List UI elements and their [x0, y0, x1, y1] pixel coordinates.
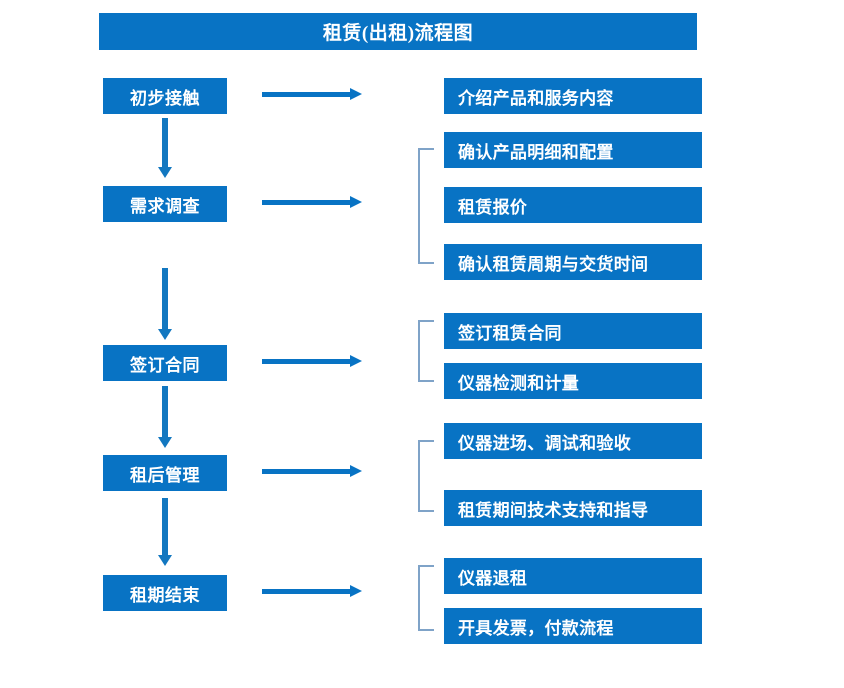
detail-label: 租赁期间技术支持和指导: [458, 500, 649, 520]
arrow-shaft: [162, 386, 168, 437]
detail-label: 仪器退租: [458, 568, 528, 588]
arrow-shaft: [262, 589, 352, 594]
arrow-head: [158, 555, 172, 566]
stage-box-lease-end[interactable]: 租期结束: [103, 575, 227, 611]
stage-label: 租后管理: [130, 465, 200, 485]
arrow-right-icon: [262, 585, 362, 597]
arrow-head: [350, 355, 362, 367]
arrow-shaft: [162, 268, 168, 329]
detail-label: 确认租赁周期与交货时间: [458, 254, 649, 274]
detail-label: 介绍产品和服务内容: [458, 88, 614, 108]
arrow-head: [350, 585, 362, 597]
arrow-head: [158, 329, 172, 340]
detail-box-sign-rental-contract[interactable]: 签订租赁合同: [444, 313, 702, 349]
detail-box-instrument-installation[interactable]: 仪器进场、调试和验收: [444, 423, 702, 459]
arrow-right-icon: [262, 355, 362, 367]
detail-label: 仪器检测和计量: [458, 373, 580, 393]
arrow-down-icon: [158, 268, 172, 340]
group-bracket-icon: [418, 320, 434, 382]
arrow-down-icon: [158, 118, 172, 178]
detail-label: 租赁报价: [458, 197, 528, 217]
arrow-down-icon: [158, 386, 172, 448]
stage-label: 租期结束: [130, 585, 200, 605]
stage-box-sign-contract[interactable]: 签订合同: [103, 345, 227, 381]
detail-label: 确认产品明细和配置: [458, 142, 614, 162]
arrow-head: [158, 437, 172, 448]
detail-label: 签订租赁合同: [458, 323, 562, 343]
arrow-head: [350, 465, 362, 477]
arrow-head: [350, 196, 362, 208]
stage-label: 签订合同: [130, 355, 200, 375]
detail-box-intro-products[interactable]: 介绍产品和服务内容: [444, 78, 702, 114]
arrow-head: [350, 88, 362, 100]
arrow-right-icon: [262, 196, 362, 208]
detail-label: 仪器进场、调试和验收: [458, 433, 631, 453]
arrow-shaft: [162, 118, 168, 167]
arrow-shaft: [162, 498, 168, 555]
detail-box-confirm-period-delivery[interactable]: 确认租赁周期与交货时间: [444, 244, 702, 280]
arrow-down-icon: [158, 498, 172, 566]
detail-box-technical-support[interactable]: 租赁期间技术支持和指导: [444, 490, 702, 526]
arrow-right-icon: [262, 88, 362, 100]
group-bracket-icon: [418, 148, 434, 264]
group-bracket-icon: [418, 565, 434, 631]
stage-label: 需求调查: [130, 196, 200, 216]
stage-label: 初步接触: [130, 88, 200, 108]
detail-label: 开具发票，付款流程: [458, 618, 614, 638]
group-bracket-icon: [418, 440, 434, 512]
detail-box-rental-quote[interactable]: 租赁报价: [444, 187, 702, 223]
detail-box-confirm-product-spec[interactable]: 确认产品明细和配置: [444, 132, 702, 168]
arrow-shaft: [262, 469, 352, 474]
arrow-right-icon: [262, 465, 362, 477]
arrow-shaft: [262, 200, 352, 205]
arrow-head: [158, 167, 172, 178]
detail-box-invoice-payment[interactable]: 开具发票，付款流程: [444, 608, 702, 644]
detail-box-instrument-inspection[interactable]: 仪器检测和计量: [444, 363, 702, 399]
arrow-shaft: [262, 92, 352, 97]
page-title: 租赁(出租)流程图: [99, 13, 697, 50]
stage-box-post-rental-management[interactable]: 租后管理: [103, 455, 227, 491]
stage-box-requirement-survey[interactable]: 需求调查: [103, 186, 227, 222]
arrow-shaft: [262, 359, 352, 364]
detail-box-instrument-return[interactable]: 仪器退租: [444, 558, 702, 594]
stage-box-initial-contact[interactable]: 初步接触: [103, 78, 227, 114]
